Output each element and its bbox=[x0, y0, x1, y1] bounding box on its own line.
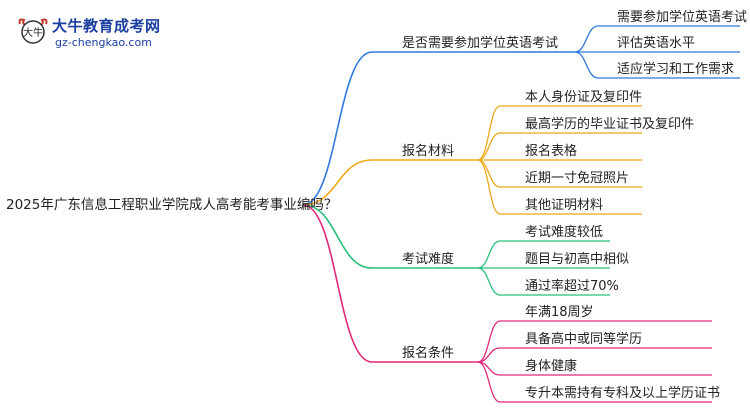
branch-2-leaf-2-connector bbox=[477, 132, 642, 161]
branch-2-leaf-1-connector bbox=[477, 105, 642, 161]
branch-2-leaf-5: 其他证明材料 bbox=[525, 198, 604, 213]
branch-3-leaf-1-connector bbox=[477, 240, 610, 269]
branch-3-label: 考试难度 bbox=[402, 252, 455, 267]
branch-4-connector bbox=[302, 204, 478, 363]
branch-4-leaf-4-connector bbox=[477, 361, 712, 403]
branch-4-leaf-3: 身体健康 bbox=[525, 359, 578, 374]
branch-3-leaf-2: 题目与初高中相似 bbox=[525, 252, 630, 267]
branch-2-label: 报名材料 bbox=[402, 144, 455, 159]
branch-1-leaf-3: 适应学习和工作需求 bbox=[617, 62, 735, 77]
branch-2-leaf-5-connector bbox=[477, 159, 642, 215]
branch-3-leaf-1: 考试难度较低 bbox=[525, 225, 604, 240]
branch-1-leaf-1-connector bbox=[574, 25, 740, 53]
branch-2-leaf-1: 本人身份证及复印件 bbox=[525, 90, 643, 105]
branch-1-connector bbox=[302, 51, 575, 206]
branch-4-leaf-1-connector bbox=[477, 320, 712, 363]
branch-4-label: 报名条件 bbox=[402, 346, 455, 361]
branch-1-leaf-3-connector bbox=[574, 51, 740, 79]
branch-4-leaf-4: 专升本需持有专科及以上学历证书 bbox=[525, 386, 721, 401]
branch-1-leaf-1: 需要参加学位英语考试 bbox=[617, 10, 748, 25]
root-topic: 2025年广东信息工程职业学院成人高考能考事业编吗？ bbox=[6, 197, 338, 213]
logo-mark-text: 大牛 bbox=[23, 26, 43, 39]
logo-url: gz-chengkao.com bbox=[55, 36, 152, 49]
branch-2-leaf-4: 近期一寸免冠照片 bbox=[525, 171, 630, 186]
branch-4-leaf-1: 年满18周岁 bbox=[525, 305, 594, 320]
branch-1-leaf-2: 评估英语水平 bbox=[617, 36, 696, 51]
branch-4-leaf-2: 具备高中或同等学历 bbox=[525, 332, 643, 347]
bull-logo-icon: 大牛 bbox=[18, 18, 48, 44]
branch-4-leaf-3-connector bbox=[477, 361, 712, 376]
branch-1-label: 是否需要参加学位英语考试 bbox=[402, 36, 559, 51]
branch-3-connector bbox=[302, 204, 478, 269]
branch-2-connector bbox=[302, 159, 478, 206]
branch-3-leaf-3-connector bbox=[477, 267, 610, 296]
branch-2-leaf-3: 报名表格 bbox=[525, 144, 578, 159]
branch-2-leaf-2: 最高学历的毕业证书及复印件 bbox=[525, 117, 695, 132]
branch-4-leaf-2-connector bbox=[477, 347, 712, 363]
logo-title: 大牛教育成考网 bbox=[52, 17, 161, 35]
branch-3-leaf-3: 通过率超过70% bbox=[525, 279, 619, 294]
